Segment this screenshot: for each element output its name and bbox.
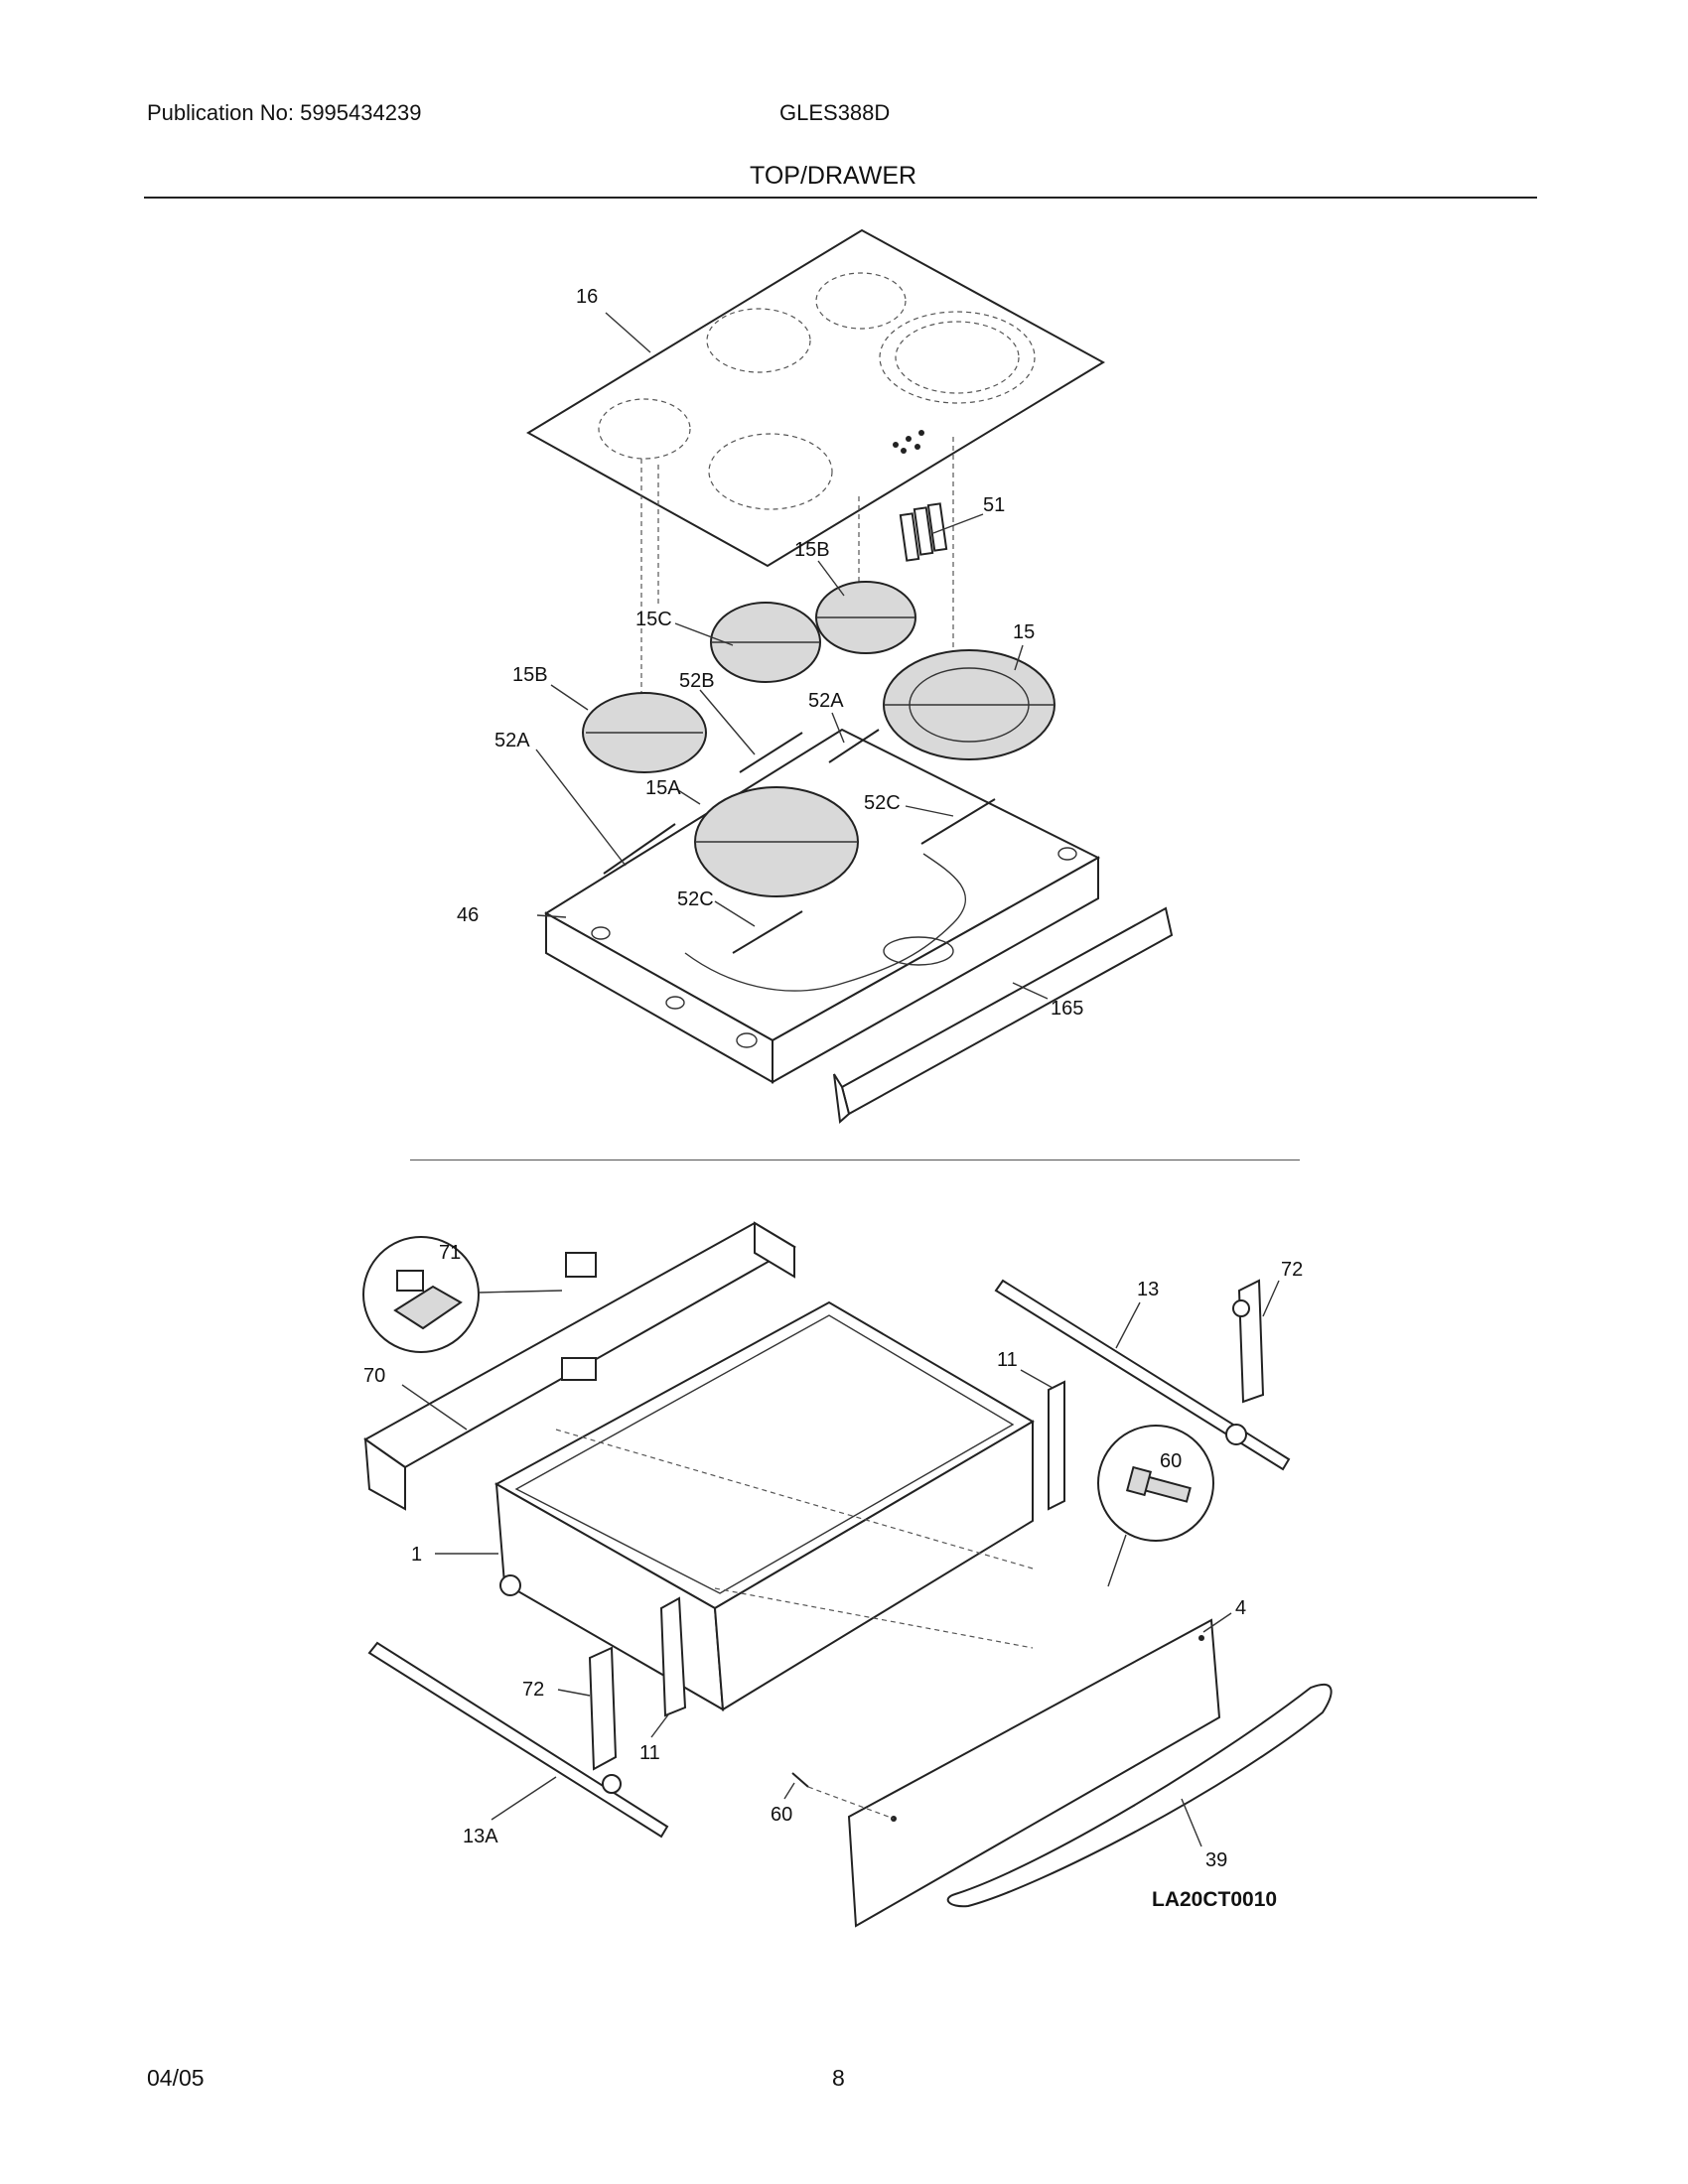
page-number: 8	[832, 2065, 845, 2091]
callout-39: 39	[1205, 1849, 1227, 1871]
callout-15B-upper: 15B	[794, 539, 830, 561]
bracket-left	[588, 1646, 618, 1771]
callout-1: 1	[411, 1544, 422, 1566]
callout-15B-left: 15B	[512, 664, 548, 686]
header-rule	[144, 197, 1537, 199]
callout-60-detail: 60	[1160, 1450, 1182, 1472]
drawer-front	[847, 1618, 1333, 1928]
callout-72-right: 72	[1281, 1259, 1303, 1281]
leader-lines	[535, 312, 1049, 1000]
drawer-leader-lines	[401, 1280, 1280, 1847]
callout-46: 46	[457, 904, 479, 926]
callout-52C-center: 52C	[677, 888, 714, 910]
burner-brackets	[603, 729, 996, 954]
callout-60: 60	[771, 1804, 792, 1826]
callout-52A-left: 52A	[494, 730, 530, 751]
drawer-assembly: 71 72 13 70 11 60 1 4 72 11 60 13A 39 LA…	[362, 1221, 1333, 1928]
cooktop-glass	[526, 228, 1106, 568]
callout-52C-right: 52C	[864, 792, 901, 814]
side-rail	[833, 906, 1174, 1125]
callout-165: 165	[1051, 998, 1083, 1020]
terminal-block	[899, 502, 948, 562]
top-assembly: 16 51 15B 15C 15 15B 52B 52A 52A 15A 52C…	[457, 228, 1174, 1125]
callout-52B: 52B	[679, 670, 715, 692]
model-number: GLES388D	[779, 100, 891, 125]
drawer-glide-right	[1048, 1380, 1065, 1511]
top-callout-labels: 16 51 15B 15C 15 15B 52B 52A 52A 15A 52C…	[457, 286, 1083, 1020]
burner-box	[544, 728, 1101, 1084]
drawer-callout-labels: 71 72 13 70 11 60 1 4 72 11 60 13A 39 LA…	[363, 1242, 1303, 1911]
section-title: TOP/DRAWER	[750, 162, 917, 190]
callout-15A: 15A	[645, 777, 681, 799]
radiant-elements	[582, 581, 1055, 897]
diagram-code: LA20CT0010	[1152, 1888, 1277, 1911]
footer-date: 04/05	[147, 2065, 205, 2091]
drawer-glide-left	[659, 1596, 687, 1717]
callout-15C: 15C	[635, 609, 672, 630]
callout-52A-right: 52A	[808, 690, 844, 712]
left-rail	[363, 1221, 796, 1511]
callout-4: 4	[1235, 1597, 1246, 1619]
detail-circle-60	[1097, 1425, 1214, 1587]
callout-13: 13	[1137, 1279, 1159, 1300]
publication-number: Publication No: 5995434239	[147, 100, 422, 125]
slide-rail-lower	[367, 1641, 669, 1839]
callout-51: 51	[983, 494, 1005, 516]
callout-11-left: 11	[639, 1742, 660, 1764]
detail-circle-71	[362, 1236, 563, 1353]
slide-rail-upper	[994, 1279, 1291, 1471]
callout-72-left: 72	[522, 1679, 544, 1701]
screw-bottom	[791, 1772, 895, 1820]
callout-70: 70	[363, 1365, 385, 1387]
callout-15: 15	[1013, 621, 1035, 643]
callout-71: 71	[439, 1242, 461, 1264]
callout-11-right: 11	[997, 1349, 1018, 1371]
callout-16: 16	[576, 286, 598, 308]
bracket-right	[1232, 1279, 1265, 1404]
callout-13A: 13A	[463, 1826, 498, 1847]
